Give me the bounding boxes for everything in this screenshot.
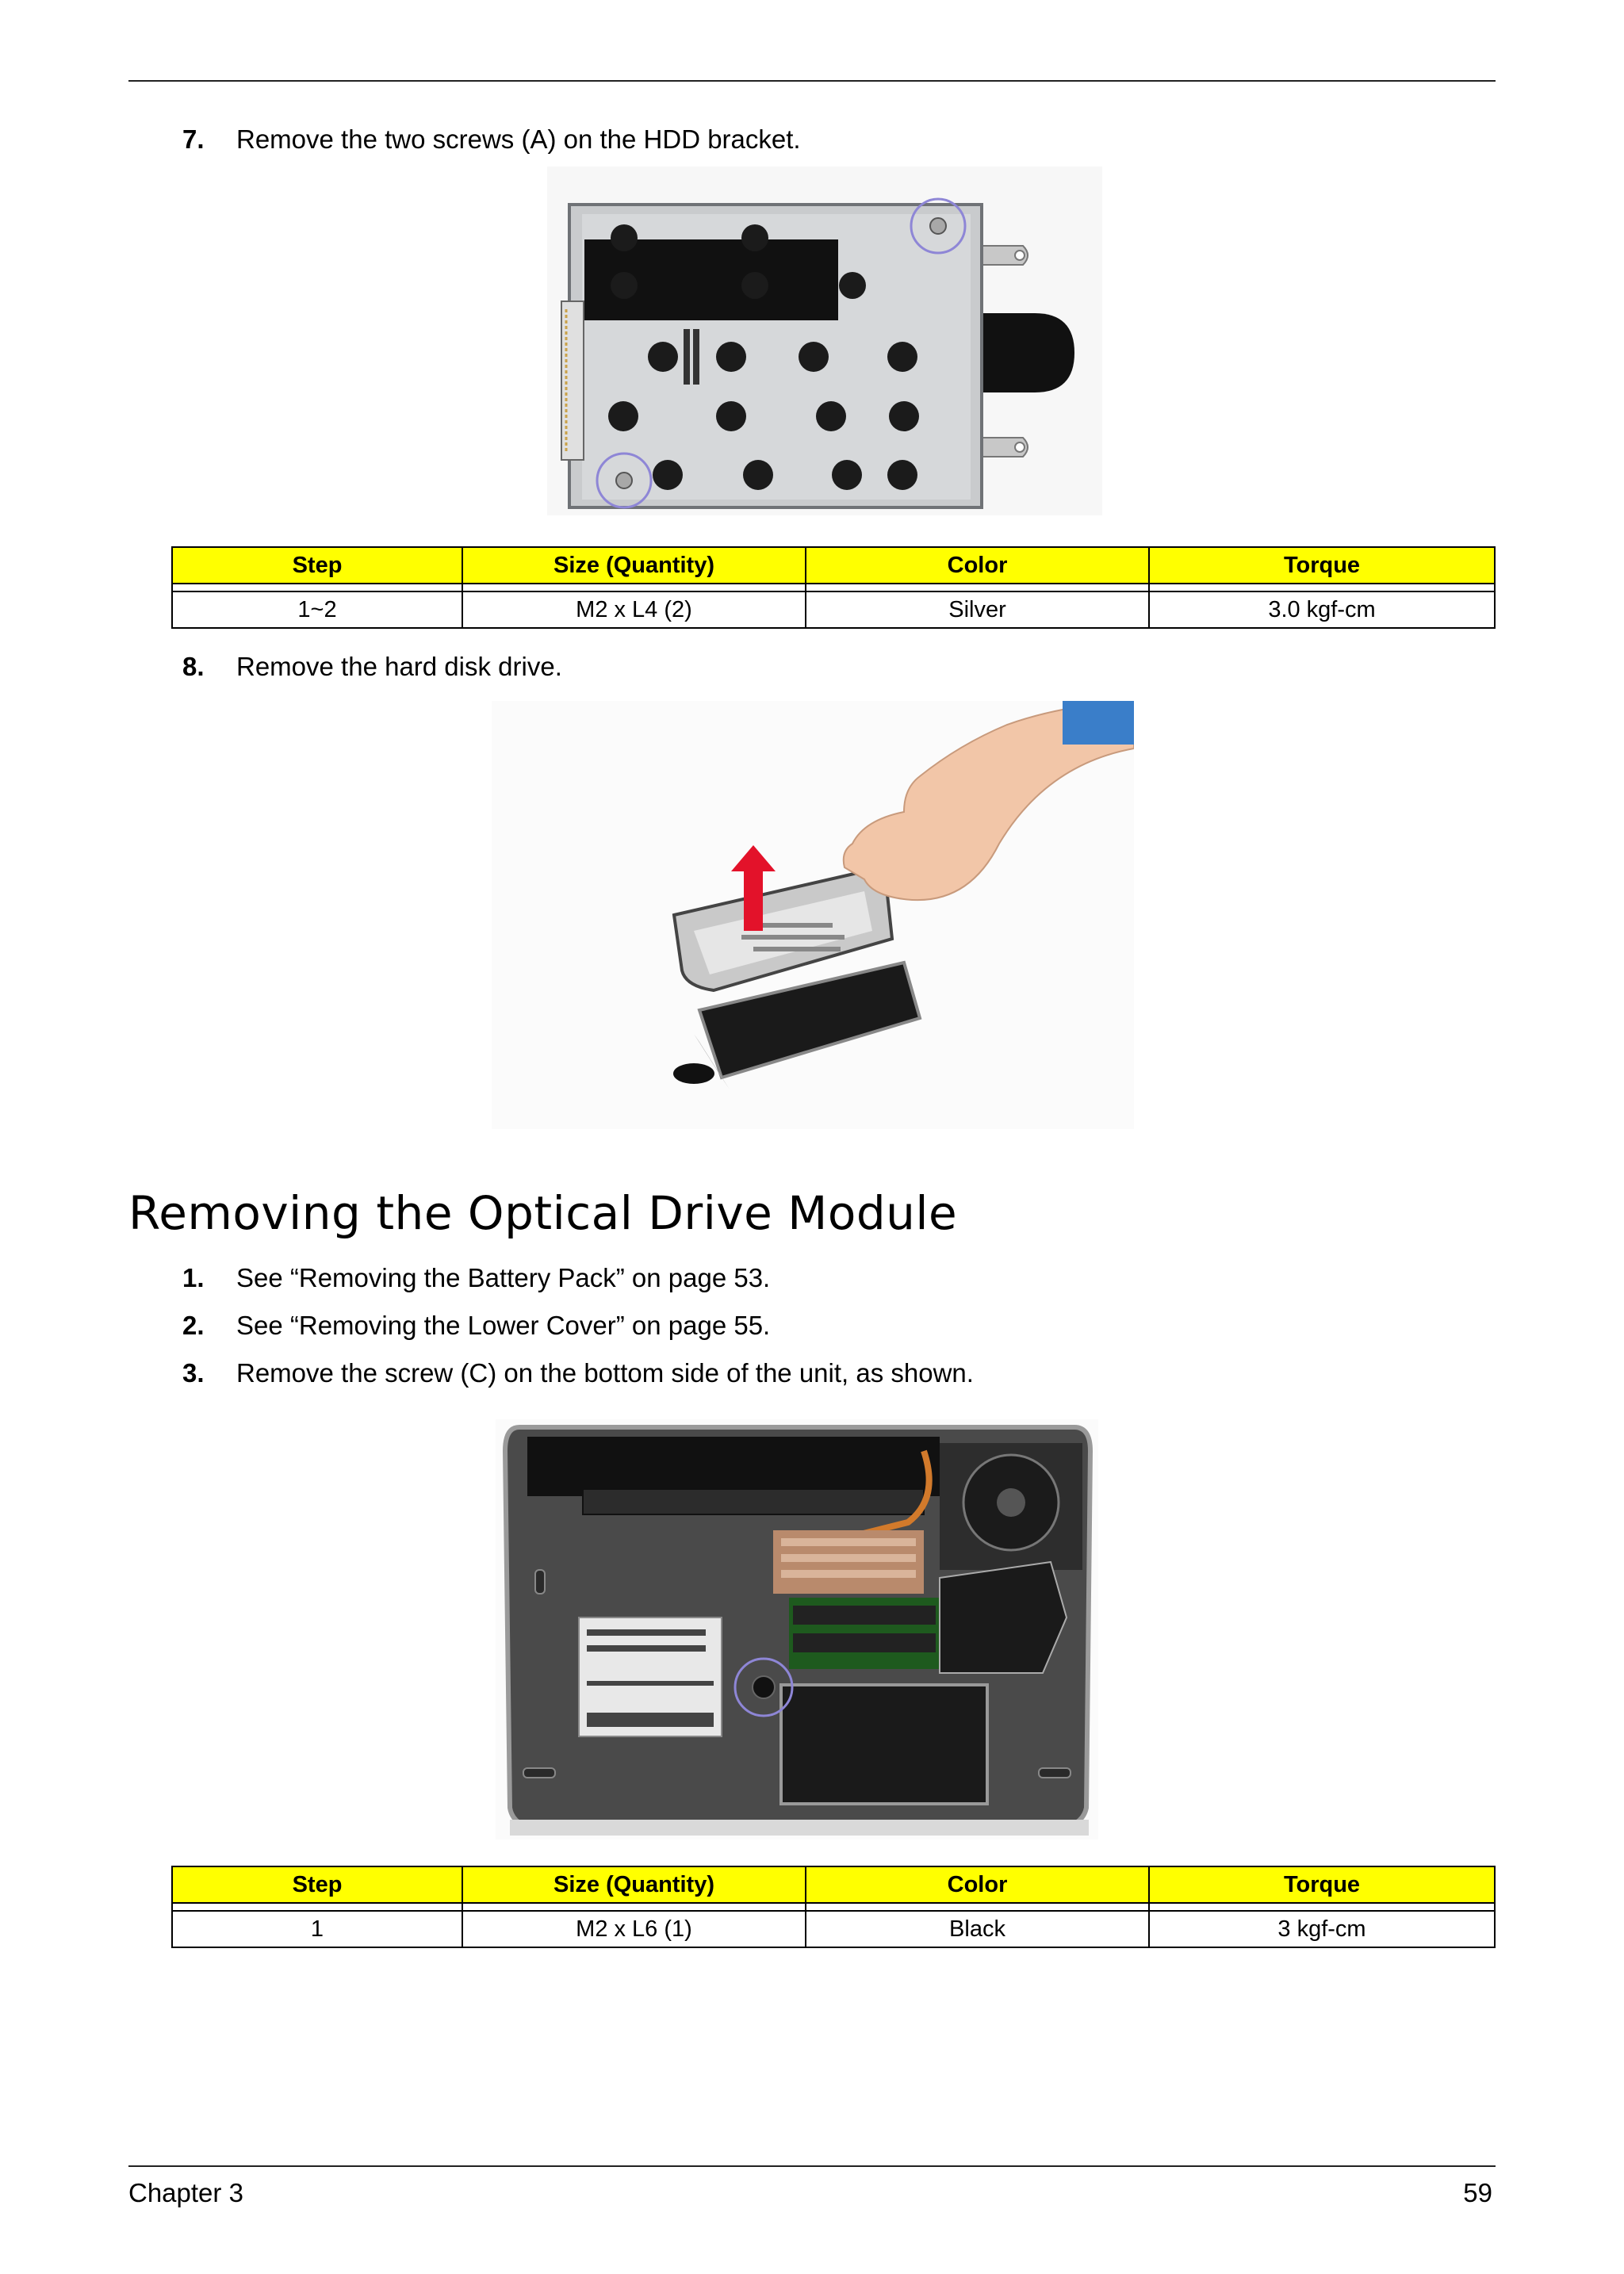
header-color: Color [805,546,1150,584]
step-text: Remove the two screws (A) on the HDD bra… [236,124,801,154]
table-gap [171,584,1496,591]
step-number: 7. [182,124,205,154]
table-row: 1~2 M2 x L4 (2) Silver 3.0 kgf-cm [171,591,1496,629]
cell-torque: 3 kgf-cm [1148,1910,1496,1948]
section-title: Removing the Optical Drive Module [128,1186,958,1240]
step-text: Remove the hard disk drive. [236,652,562,681]
bottom-rule [128,2165,1496,2167]
cell-step: 1 [171,1910,463,1948]
step-number: 2. [182,1311,205,1340]
table-row: 1 M2 x L6 (1) Black 3 kgf-cm [171,1910,1496,1948]
header-color: Color [805,1866,1150,1904]
screw-table-2: Step Size (Quantity) Color Torque 1 M2 x… [171,1866,1496,1948]
footer-page-number: 59 [1463,2178,1492,2207]
cell-step: 1~2 [171,591,463,629]
cell-torque: 3.0 kgf-cm [1148,591,1496,629]
table-header-row: Step Size (Quantity) Color Torque [171,546,1496,584]
table-header-row: Step Size (Quantity) Color Torque [171,1866,1496,1904]
cell-color: Silver [805,591,1150,629]
step-number: 8. [182,652,205,681]
step-text: See “Removing the Battery Pack” on page … [236,1263,771,1292]
hdd-removal-figure [492,701,1134,1129]
header-torque: Torque [1148,546,1496,584]
header-step: Step [171,546,463,584]
hdd-bracket-figure [547,167,1102,515]
header-torque: Torque [1148,1866,1496,1904]
header-step: Step [171,1866,463,1904]
laptop-bottom-figure [496,1419,1098,1839]
cell-size: M2 x L6 (1) [462,1910,806,1948]
step-text: Remove the screw (C) on the bottom side … [236,1358,974,1388]
cell-color: Black [805,1910,1150,1948]
table-gap [171,1903,1496,1911]
step-text: See “Removing the Lower Cover” on page 5… [236,1311,771,1340]
step-number: 1. [182,1263,205,1292]
top-rule [128,80,1496,82]
step-number: 3. [182,1358,205,1388]
header-size: Size (Quantity) [462,1866,806,1904]
screw-table-1: Step Size (Quantity) Color Torque 1~2 M2… [171,546,1496,629]
header-size: Size (Quantity) [462,546,806,584]
footer-chapter: Chapter 3 [128,2178,243,2207]
cell-size: M2 x L4 (2) [462,591,806,629]
